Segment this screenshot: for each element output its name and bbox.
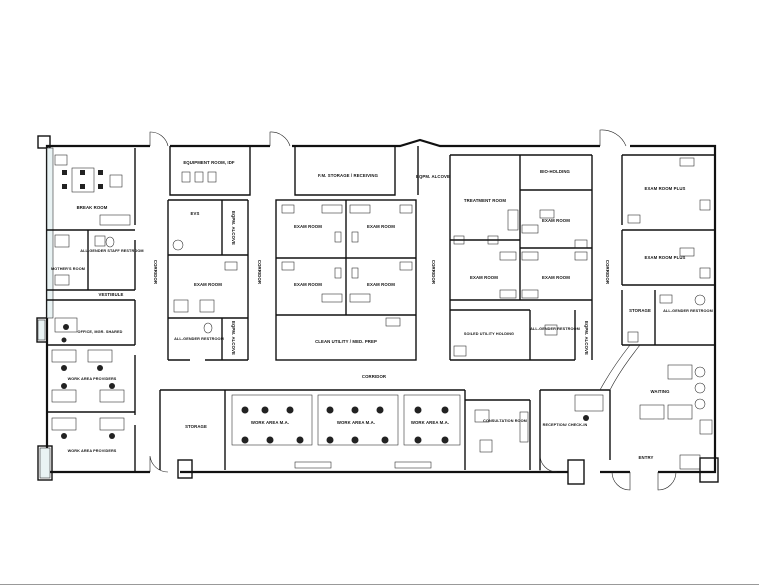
waiting-seats: [639, 364, 713, 470]
providers-desks: [51, 349, 125, 439]
label-exam-room-plus-1: EXAM ROOM PLUS: [644, 186, 685, 191]
label-fm-storage: F.M. STORAGE / RECEIVING: [318, 173, 379, 178]
label-mothers-room: MOTHER'S ROOM: [51, 267, 85, 271]
label-entry: ENTRY: [639, 455, 654, 460]
mid-exam-fixtures: [281, 204, 413, 327]
label-exam-room-plus-2: EXAM ROOM PLUS: [644, 255, 685, 260]
label-soiled-utility: SOILED UTILITY HOLDING: [464, 332, 514, 336]
label-corridor-right-2: CORRIDOR: [605, 260, 610, 285]
label-exam-room-b2: EXAM ROOM: [367, 224, 395, 229]
label-eqpm-alcove-low: EQPM. ALCOVE: [231, 321, 236, 355]
label-exam-room-e: EXAM ROOM: [542, 275, 570, 280]
label-corridor-left: CORRIDOR: [153, 260, 158, 285]
label-eqpm-alcove-vertical: EQPM. ALCOVE: [231, 211, 236, 245]
label-evs: EVS: [191, 211, 200, 216]
label-equipment-room: EQUIPMENT ROOM, IDF: [183, 160, 235, 165]
label-work-area-ma-1: WORK AREA M.A.: [251, 420, 289, 425]
label-office-mgr-shared: OFFICE, MGR. SHARED: [78, 330, 123, 334]
furniture: [51, 154, 713, 470]
label-clean-utility: CLEAN UTILITY / MED. PREP: [315, 339, 377, 344]
label-all-gender-staff-restroom: ALL-GENDER STAFF RESTROOM: [80, 249, 143, 253]
label-reception: RECEPTION/ CHECK-IN: [543, 423, 588, 427]
label-waiting: WAITING: [650, 389, 670, 394]
label-eqpm-alcove-top-text: EQPM. ALCOVE: [416, 174, 450, 179]
right-exam-fixtures: [453, 209, 588, 357]
label-break-room: BREAK ROOM: [77, 205, 108, 210]
label-exam-room-d1: EXAM ROOM: [542, 218, 570, 223]
label-work-area-providers-2: WORK AREA PROVIDERS: [68, 449, 117, 453]
label-exam-room-c2: EXAM ROOM: [367, 282, 395, 287]
label-exam-room-c1: EXAM ROOM: [294, 282, 322, 287]
label-all-gender-restroom-right: ALL-GENDER RESTROOM: [663, 309, 713, 313]
label-consultation-room: CONSULTATION ROOM: [483, 419, 527, 423]
label-exam-room-a1: EXAM ROOM: [194, 282, 222, 287]
room-labels: BREAK ROOM EQUIPMENT ROOM, IDF F.M. STOR…: [51, 160, 713, 460]
label-eqpm-alcove-right: EQPM. ALCOVE: [584, 321, 589, 355]
ma-workstations: [231, 394, 461, 446]
label-work-area-ma-2: WORK AREA M.A.: [337, 420, 375, 425]
label-work-area-providers-1: WORK AREA PROVIDERS: [68, 377, 117, 381]
interior-walls: [47, 146, 715, 472]
label-vestibule: VESTIBULE: [98, 292, 123, 297]
label-storage-right: STORAGE: [629, 308, 651, 313]
label-corridor-mid: CORRIDOR: [257, 260, 262, 285]
label-corridor-right-1: CORRIDOR: [431, 260, 436, 285]
label-work-area-ma-3: WORK AREA M.A.: [411, 420, 449, 425]
label-exam-room-d2: EXAM ROOM: [470, 275, 498, 280]
break-room-furniture: [54, 154, 131, 226]
label-all-gender-restroom-left: ALL-GENDER RESTROOM: [174, 337, 224, 341]
page-bottom-rule: [0, 584, 759, 585]
label-treatment-room: TREATMENT ROOM: [464, 198, 506, 203]
exterior-walls: [36, 129, 719, 491]
label-storage-bottom: STORAGE: [185, 424, 207, 429]
label-exam-room-b1: EXAM ROOM: [294, 224, 322, 229]
label-corridor-main: CORRIDOR: [362, 374, 387, 379]
label-bio-holding: BIO-HOLDING: [540, 169, 571, 174]
label-all-gender-restroom-mid: ALL-GENDER RESTROOM: [530, 327, 580, 331]
label-eqpm-alcove-top: EQPM. ALCOVE: [416, 174, 450, 179]
